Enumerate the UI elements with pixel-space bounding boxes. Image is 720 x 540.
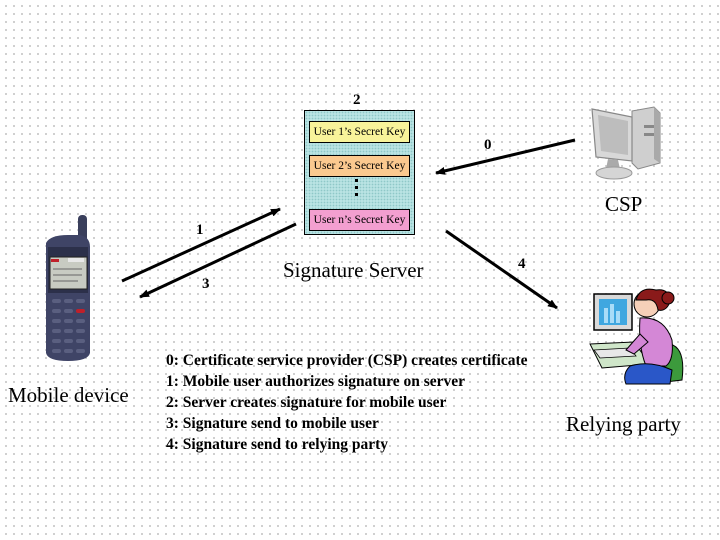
arrow-step-label-4: 4: [518, 256, 526, 272]
secret-key-user-1: User 1’s Secret Key: [309, 121, 410, 143]
ellipsis-dots-icon: [355, 179, 359, 200]
relying-party-label: Relying party: [566, 412, 681, 436]
mobile-phone-icon: [46, 215, 90, 361]
arrow-step-label-1: 1: [196, 222, 204, 238]
mobile-device-label: Mobile device: [8, 383, 129, 407]
server-step-number: 2: [353, 92, 361, 108]
legend-step-3: 3: Signature send to mobile user: [166, 415, 379, 432]
arrow-4-server-to-relying-party: [445, 229, 558, 310]
arrow-1-mobile-to-server: [121, 207, 281, 283]
secret-key-user-n: User n’s Secret Key: [309, 209, 410, 231]
signature-server-box: User 1’s Secret Key User 2’s Secret Key …: [304, 110, 415, 235]
csp-label: CSP: [605, 192, 643, 216]
arrow-3-server-to-mobile: [139, 222, 297, 299]
legend-step-4: 4: Signature send to relying party: [166, 436, 389, 453]
arrow-step-label-0: 0: [484, 137, 492, 153]
person-at-computer-icon: [589, 288, 684, 385]
steps-legend: 0: Certificate service provider (CSP) cr…: [166, 350, 528, 455]
arrow-step-label-3: 3: [202, 276, 210, 292]
legend-step-0: 0: Certificate service provider (CSP) cr…: [166, 352, 528, 369]
desktop-computer-icon: [591, 106, 661, 180]
legend-step-1: 1: Mobile user authorizes signature on s…: [166, 373, 466, 390]
arrow-0-csp-to-server: [435, 138, 576, 175]
legend-step-2: 2: Server creates signature for mobile u…: [166, 394, 447, 411]
secret-key-user-2: User 2’s Secret Key: [309, 155, 410, 177]
signature-server-label: Signature Server: [283, 258, 424, 282]
